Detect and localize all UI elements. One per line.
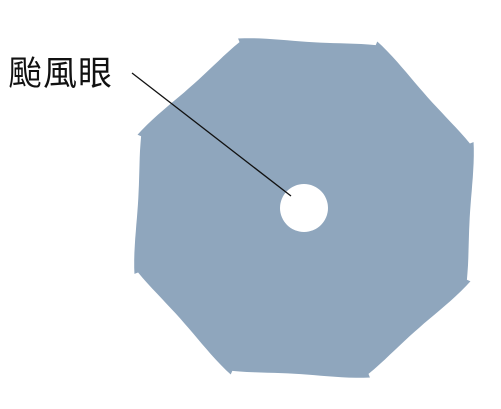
spiral-band-gaps [102, 6, 501, 409]
leader-line [131, 72, 292, 197]
typhoon-eye-label: 颱風眼 [8, 54, 113, 94]
spiral-band-gap [200, 6, 386, 46]
spiral-band-gap [466, 104, 501, 290]
typhoon-eye [280, 184, 328, 232]
spiral-band-gap [222, 370, 408, 409]
spiral-band-gap [115, 272, 257, 404]
spiral-band-gap [108, 19, 240, 161]
spiral-band-gap [351, 12, 493, 144]
spiral-band-gap [102, 126, 142, 312]
spiral-band-gap [368, 255, 500, 397]
